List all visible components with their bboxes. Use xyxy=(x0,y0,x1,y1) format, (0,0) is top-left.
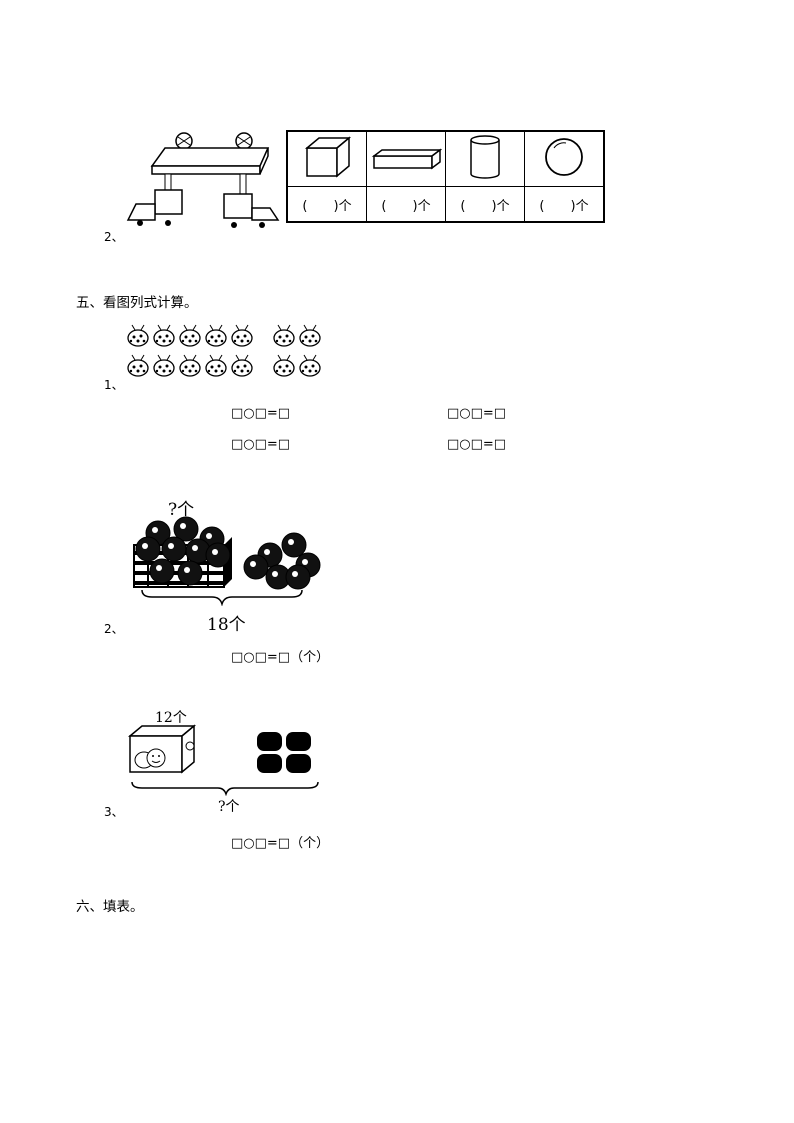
shape-cell xyxy=(286,130,367,187)
ball-highlight xyxy=(192,545,198,551)
cuboid-icon xyxy=(371,148,443,170)
brace xyxy=(131,781,319,796)
problem-number: 1、 xyxy=(104,378,124,392)
problem-number: 3、 xyxy=(104,805,124,819)
ladybug-group-figure xyxy=(127,324,321,377)
equation-blank[interactable]: □○□=□ xyxy=(447,437,507,452)
total-count-label: 18个 xyxy=(207,615,246,635)
ball-icon xyxy=(285,564,311,590)
dark-blocks-figure xyxy=(257,732,311,773)
ball-highlight xyxy=(264,549,270,555)
ball-highlight xyxy=(302,559,308,565)
box-count-label: 12个 xyxy=(155,710,187,726)
ball-icon xyxy=(281,532,307,558)
section-five-title: 五、看图列式计算。 xyxy=(76,295,198,311)
ladybug-icon xyxy=(205,324,227,347)
problem-number: 2、 xyxy=(104,622,124,636)
ball-icon xyxy=(173,516,199,542)
shape-cell xyxy=(524,130,605,187)
ball-highlight xyxy=(152,527,158,533)
ladybug-icon xyxy=(231,354,253,377)
ball-highlight xyxy=(292,571,298,577)
equation-blank[interactable]: □○□=□ xyxy=(447,406,507,421)
ball-icon xyxy=(177,560,203,586)
section-six-title: 六、填表。 xyxy=(76,899,144,915)
equation-blank[interactable]: □○□=□ xyxy=(231,406,291,421)
answer-cell-cuboid[interactable]: ( )个 xyxy=(366,186,446,223)
shape-cell xyxy=(366,130,446,187)
cube-icon xyxy=(304,136,352,178)
ball-icon xyxy=(243,554,269,580)
ball-icon xyxy=(161,536,187,562)
ball-icon xyxy=(149,558,175,584)
ball-highlight xyxy=(288,539,294,545)
problem-number: 2、 xyxy=(104,230,124,244)
ball-highlight xyxy=(156,565,162,571)
cylinder-icon xyxy=(470,135,500,179)
answer-cell-cylinder[interactable]: ( )个 xyxy=(445,186,525,223)
equation-blank[interactable]: □○□=□（个） xyxy=(231,836,330,851)
equation-blank[interactable]: □○□=□（个） xyxy=(231,650,330,665)
ball-highlight xyxy=(250,561,256,567)
ball-highlight xyxy=(142,543,148,549)
ladybug-icon xyxy=(153,354,175,377)
sphere-icon xyxy=(545,138,583,176)
ball-highlight xyxy=(184,567,190,573)
ball-highlight xyxy=(206,533,212,539)
ball-highlight xyxy=(212,549,218,555)
ladybug-icon xyxy=(179,324,201,347)
answer-cell-sphere[interactable]: ( )个 xyxy=(524,186,605,223)
ladybug-icon xyxy=(299,354,321,377)
ball-highlight xyxy=(168,543,174,549)
ladybug-icon xyxy=(231,324,253,347)
ladybug-icon xyxy=(273,354,295,377)
ladybug-icon xyxy=(299,324,321,347)
answer-cell-cube[interactable]: ( )个 xyxy=(286,186,367,223)
shape-cell xyxy=(445,130,525,187)
unknown-count-label: ?个 xyxy=(168,500,195,520)
ball-icon xyxy=(205,542,231,568)
ladybug-icon xyxy=(205,354,227,377)
ladybug-icon xyxy=(127,354,149,377)
ladybug-icon xyxy=(127,324,149,347)
basket-of-balls-figure xyxy=(133,516,321,590)
shape-count-table: ( )个 ( )个 ( )个 ( )个 xyxy=(286,130,605,223)
ball-icon xyxy=(135,536,161,562)
equation-blank[interactable]: □○□=□ xyxy=(231,437,291,452)
ball-highlight xyxy=(180,523,186,529)
ladybug-icon xyxy=(273,324,295,347)
shape-model-figure xyxy=(126,132,280,228)
box-figure xyxy=(128,724,197,774)
brace xyxy=(141,589,303,606)
ball-highlight xyxy=(272,571,278,577)
ladybug-icon xyxy=(179,354,201,377)
ladybug-icon xyxy=(153,324,175,347)
unknown-total-label: ?个 xyxy=(218,799,240,815)
